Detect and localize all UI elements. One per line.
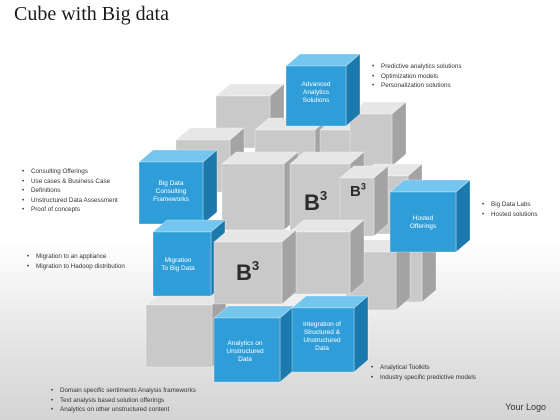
cube-front-face — [213, 241, 283, 305]
cube-front-face — [145, 304, 213, 368]
cube-front-face — [389, 191, 457, 253]
cube-front-face — [213, 317, 281, 383]
cube-label-line: To Big Data — [161, 265, 195, 272]
callout-item: Big Data Labs — [482, 200, 538, 210]
callout-left-mid: Migration to an applianceMigration to Ha… — [27, 252, 125, 271]
logo-text: Your Logo — [505, 402, 546, 412]
cube-side-face — [455, 179, 471, 253]
b3-logo: B3 — [304, 188, 327, 215]
callout-item: Personalization solutions — [372, 81, 462, 91]
cube-side-face — [373, 165, 389, 237]
callout-item: Use cases & Business Case — [22, 177, 118, 187]
callout-item: Proof of concepts — [22, 205, 118, 215]
cube-label-line: Consulting — [156, 188, 187, 195]
cube-label-line: Data — [315, 345, 329, 352]
callout-item: Industry specific predictive models — [371, 373, 476, 383]
callout-item: Unstructured Data Assessment — [22, 196, 118, 206]
cube-side-face — [353, 295, 369, 373]
cube-label-line: Data — [238, 356, 252, 363]
cube-label-line: Big Data — [159, 180, 184, 187]
cube-side-face — [281, 229, 297, 305]
callout-item: Domain specific sentiments Analysis fram… — [51, 386, 196, 396]
cube-label-line: Solutions — [303, 97, 330, 104]
cube-label-line: Integration of — [303, 321, 341, 328]
cube-side-face — [345, 53, 361, 127]
cube-gray — [289, 219, 365, 295]
callout-item: Text analysis based solution offerings — [51, 396, 196, 406]
callout-bottom-left: Domain specific sentiments Analysis fram… — [51, 386, 196, 415]
cube-label-line: Structured & — [304, 329, 341, 336]
callout-item: Optimization models — [372, 72, 462, 82]
cube-label-line: Unstructured — [303, 337, 341, 344]
cube-label-line: Unstructured — [226, 348, 264, 355]
cube-label-line: Analytics — [303, 89, 330, 96]
cube-front-face — [152, 231, 212, 297]
cube-front-face — [289, 231, 351, 295]
callout-bottom-right: Analytical ToolkitsIndustry specific pre… — [371, 363, 476, 382]
cube-side-face — [349, 219, 365, 295]
cube-front-face — [285, 65, 347, 127]
callout-item: Definitions — [22, 186, 118, 196]
callout-item: Migration to an appliance — [27, 252, 125, 262]
callout-right-mid: Big Data LabsHosted solutions — [482, 200, 538, 219]
cube-label-line: Analytics on — [227, 340, 262, 347]
cube-label-line: Offerings — [410, 223, 437, 230]
page-title: Cube with Big data — [14, 3, 169, 25]
callout-item: Analytics on other unstructured content — [51, 405, 196, 415]
b3-logo: B3 — [350, 181, 366, 200]
callout-top-right: Predictive analytics solutionsOptimizati… — [372, 62, 462, 91]
callout-left-top: Consulting OfferingsUse cases & Business… — [22, 167, 118, 215]
cube-label-line: Frameworks — [153, 196, 190, 203]
cube-label-line: Hosted — [413, 215, 434, 222]
callout-item: Hosted solutions — [482, 210, 538, 220]
cube-front-face — [291, 307, 355, 373]
callout-item: Migration to Hadoop distribution — [27, 262, 125, 272]
cube-label-line: Migration — [165, 257, 192, 264]
callout-item: Predictive analytics solutions — [372, 62, 462, 72]
cube-gray — [221, 151, 299, 231]
callout-item: Analytical Toolkits — [371, 363, 476, 373]
cube-b3-front: B3 — [213, 229, 297, 305]
callout-item: Consulting Offerings — [22, 167, 118, 177]
cube-label-line: Advanced — [302, 81, 331, 88]
cube-side-face — [202, 149, 218, 225]
cube-front-face — [221, 163, 285, 231]
b3-logo: B3 — [236, 258, 259, 285]
